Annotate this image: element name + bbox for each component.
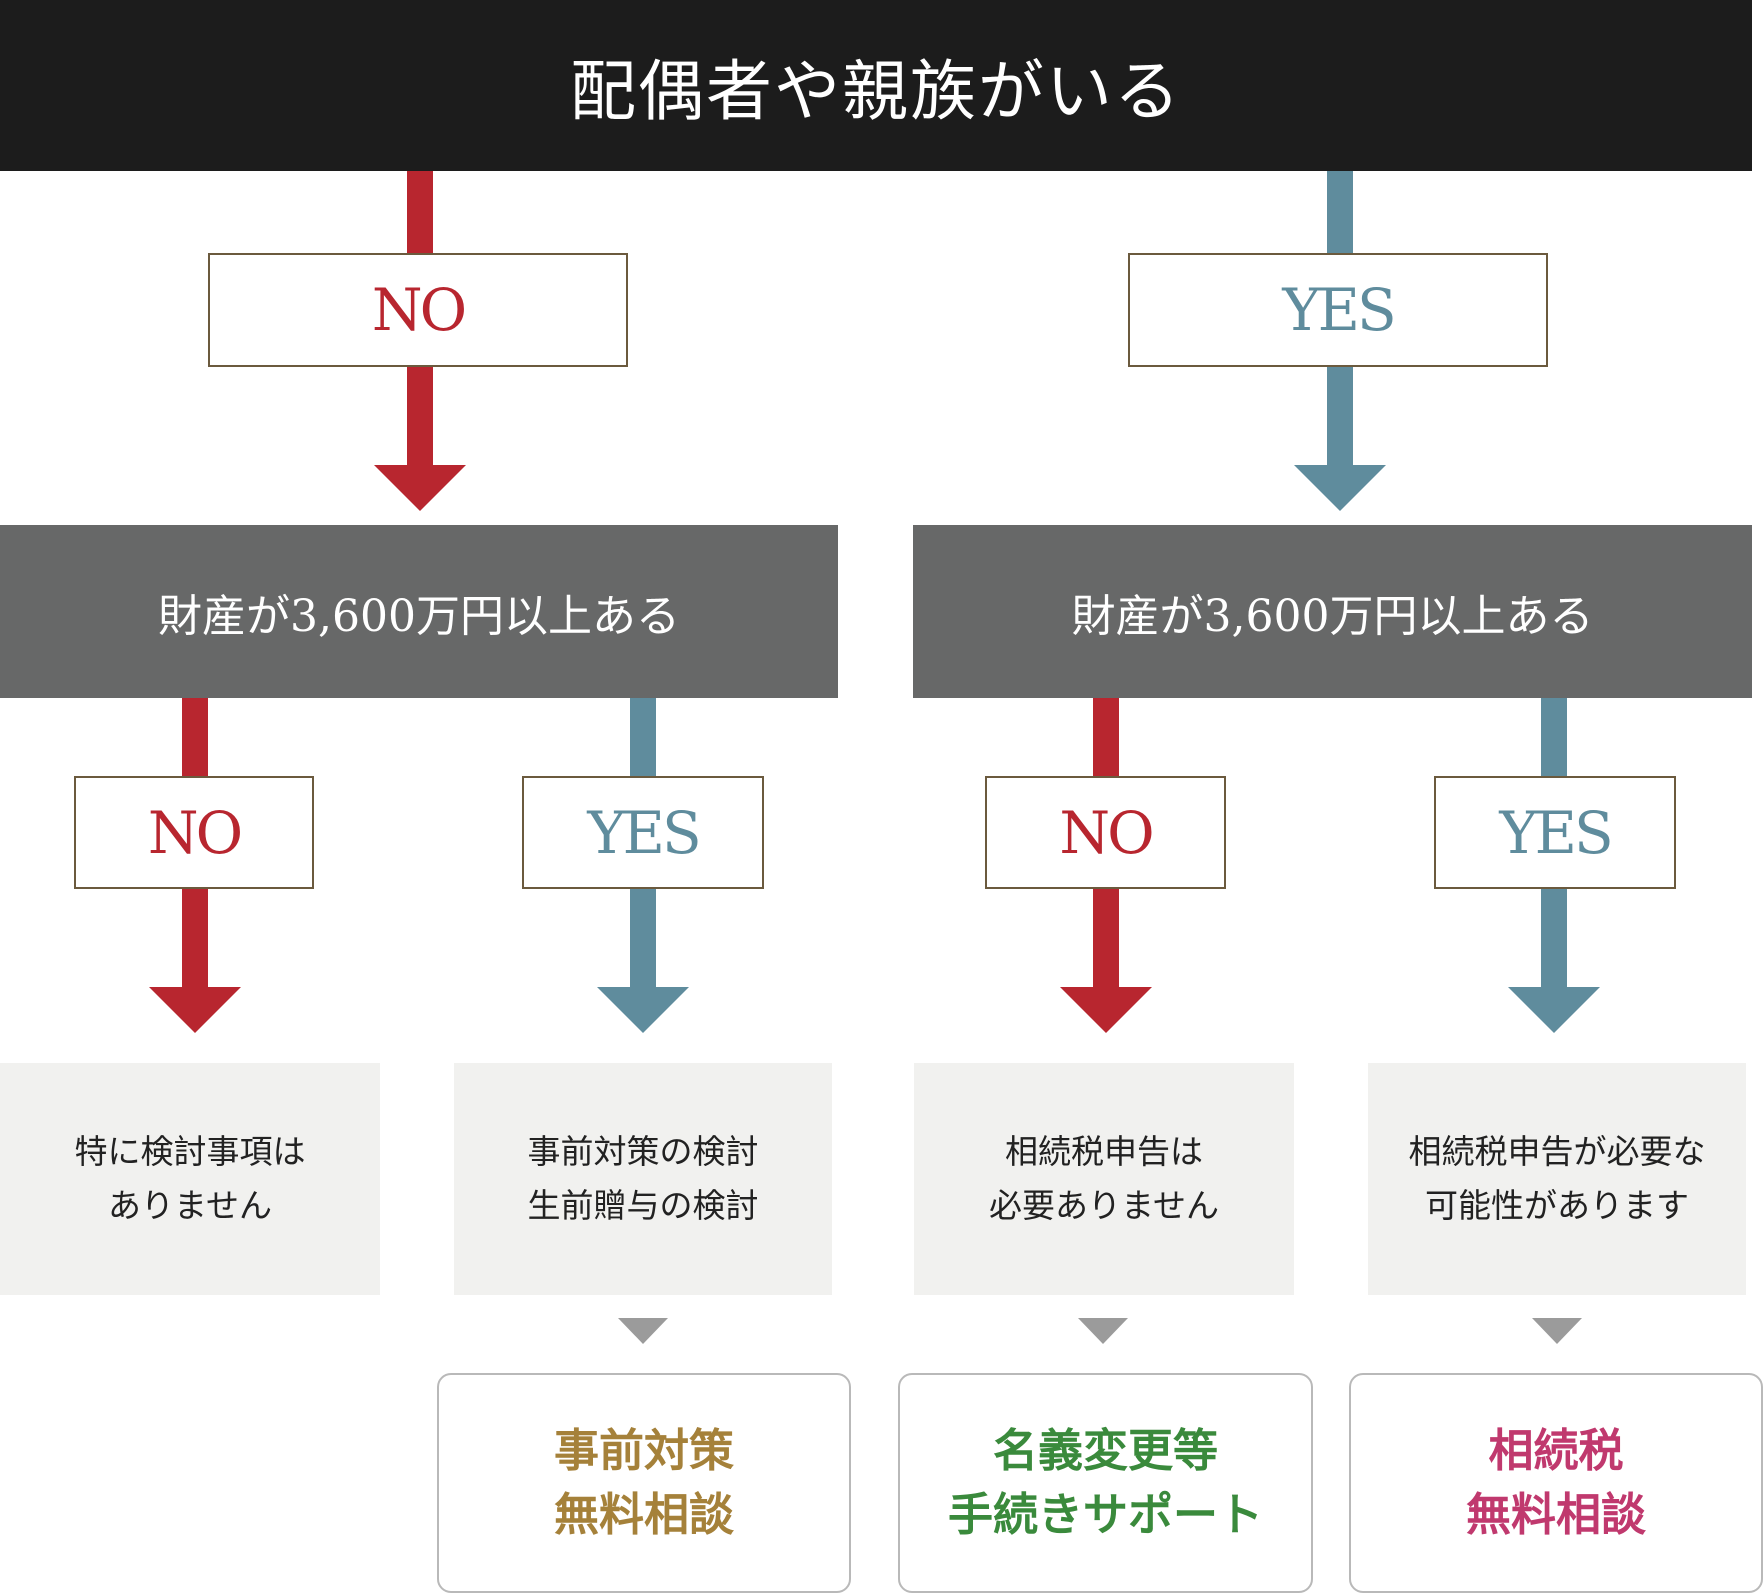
arrow-no-1-shaft-bottom — [407, 367, 433, 467]
result-3-line2: 必要ありません — [988, 1186, 1219, 1225]
arrow-col2-shaft-top — [630, 698, 656, 778]
arrow-no-1-head — [374, 465, 466, 511]
yes-label-col2-text: YES — [587, 798, 701, 867]
condition-box-left: 財産が3,600万円以上ある — [0, 525, 838, 698]
cta-2-line2: 手続きサポート — [947, 1488, 1263, 1541]
cta-2-line1: 名義変更等 — [992, 1424, 1218, 1477]
result-box-2: 事前対策の検討 生前贈与の検討 — [454, 1063, 832, 1295]
arrow-yes-1-shaft-top — [1327, 171, 1353, 255]
yes-label-col2: YES — [522, 776, 764, 889]
arrow-col2-head — [597, 987, 689, 1033]
chevron-down-icon — [1532, 1318, 1582, 1344]
yes-label-col4-text: YES — [1499, 798, 1613, 867]
result-box-4: 相続税申告が必要な 可能性があります — [1368, 1063, 1746, 1295]
no-label-col1: NO — [74, 776, 314, 889]
arrow-col2-shaft-bottom — [630, 889, 656, 989]
arrow-col4-shaft-top — [1541, 698, 1567, 778]
no-label-1: NO — [208, 253, 628, 367]
chevron-down-icon — [618, 1318, 668, 1344]
no-label-1-text: NO — [371, 276, 467, 344]
condition-text-right: 財産が3,600万円以上ある — [1071, 590, 1594, 642]
yes-label-1-text: YES — [1282, 276, 1396, 344]
result-box-3: 相続税申告は 必要ありません — [914, 1063, 1294, 1295]
chevron-down-icon — [1078, 1318, 1128, 1344]
arrow-yes-1-head — [1294, 465, 1386, 511]
cta-3-line1: 相続税 — [1488, 1424, 1624, 1477]
cta-inheritance-tax-consultation[interactable]: 相続税 無料相談 — [1349, 1373, 1763, 1593]
cta-pre-planning-consultation[interactable]: 事前対策 無料相談 — [437, 1373, 851, 1593]
cta-3-line2: 無料相談 — [1465, 1488, 1646, 1541]
arrow-col3-head — [1060, 987, 1152, 1033]
condition-box-right: 財産が3,600万円以上ある — [913, 525, 1752, 698]
result-1-line2: ありません — [107, 1186, 272, 1225]
arrow-col4-head — [1508, 987, 1600, 1033]
arrow-col4-shaft-bottom — [1541, 889, 1567, 989]
arrow-col3-shaft-top — [1093, 698, 1119, 778]
cta-1-line1: 事前対策 — [553, 1424, 734, 1477]
yes-label-col4: YES — [1434, 776, 1676, 889]
no-label-col1-text: NO — [147, 798, 243, 867]
result-4-line2: 可能性があります — [1425, 1186, 1689, 1225]
no-label-col3: NO — [985, 776, 1226, 889]
condition-text-left: 財産が3,600万円以上ある — [158, 590, 680, 642]
cta-name-change-support[interactable]: 名義変更等 手続きサポート — [898, 1373, 1313, 1593]
result-1-line1: 特に検討事項は — [74, 1132, 306, 1171]
question-header: 配偶者や親族がいる — [0, 0, 1752, 171]
yes-label-1: YES — [1128, 253, 1548, 367]
arrow-col1-shaft-bottom — [182, 889, 208, 989]
arrow-no-1-shaft-top — [407, 171, 433, 255]
result-2-line1: 事前対策の検討 — [527, 1132, 759, 1171]
result-2-line2: 生前贈与の検討 — [527, 1186, 759, 1225]
arrow-col1-head — [149, 987, 241, 1033]
no-label-col3-text: NO — [1059, 798, 1154, 867]
question-text: 配偶者や親族がいる — [570, 52, 1182, 130]
result-3-line1: 相続税申告は — [1005, 1132, 1203, 1171]
arrow-col3-shaft-bottom — [1093, 889, 1119, 989]
cta-1-line2: 無料相談 — [553, 1488, 734, 1541]
arrow-yes-1-shaft-bottom — [1327, 367, 1353, 467]
result-box-1: 特に検討事項は ありません — [0, 1063, 380, 1295]
arrow-col1-shaft-top — [182, 698, 208, 778]
result-4-line1: 相続税申告が必要な — [1408, 1132, 1706, 1171]
